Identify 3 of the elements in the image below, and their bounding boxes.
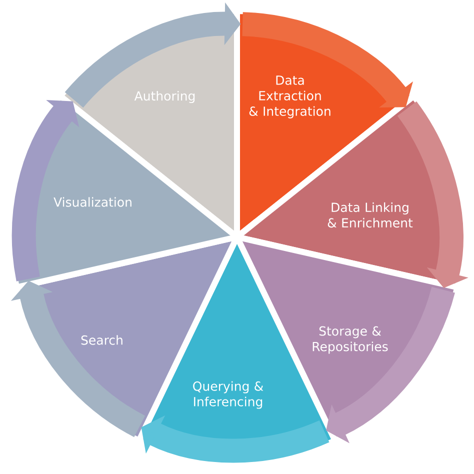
cycle-arrow: [326, 286, 455, 444]
cycle-arrow: [242, 12, 414, 108]
cycle-arrow: [397, 102, 468, 288]
